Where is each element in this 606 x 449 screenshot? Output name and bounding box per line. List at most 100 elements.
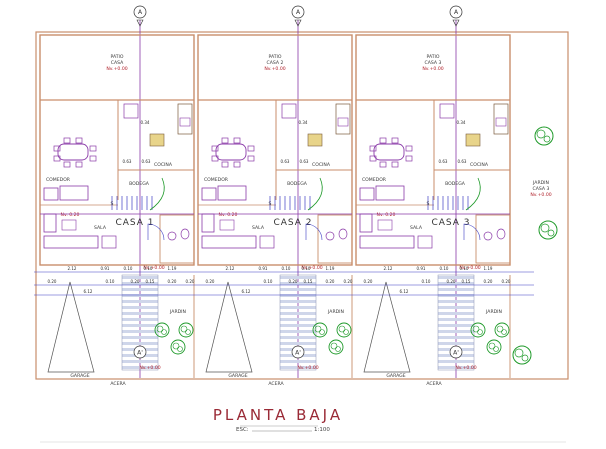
dimension-value: 6.12: [84, 289, 93, 294]
dimension-value: 0.20: [447, 279, 456, 284]
dimension-value: 0.20: [131, 279, 140, 284]
dining-chair: [75, 161, 83, 168]
door-swing: [305, 223, 323, 241]
sala-level-label: Nv. 0.20: [219, 212, 238, 218]
bath-room: [159, 214, 195, 264]
door-swing: [463, 223, 481, 241]
patio-casa-label: CASA 3: [425, 60, 442, 66]
d1-label: 0.34: [457, 120, 466, 125]
dining-chair: [379, 137, 387, 144]
dimension-value: 2.12: [68, 266, 77, 271]
patio-level-label: Nv.+0.00: [264, 66, 285, 72]
dining-chair: [63, 137, 71, 144]
comedor-label: COMEDOR: [46, 177, 71, 183]
kitchen-counter: [177, 103, 193, 135]
d3-label: 0.63: [300, 159, 309, 164]
porch-level-label: Nv.+0.00: [143, 265, 164, 271]
sala-level-label: Nv. 0.20: [61, 212, 80, 218]
refrigerator: [281, 103, 297, 119]
coffee-table: [377, 219, 393, 231]
patio-label: PATIO: [110, 54, 123, 60]
dining-chair: [221, 137, 229, 144]
dimension-value: 0.10: [440, 266, 449, 271]
section-marker-bottom: [449, 345, 463, 359]
dimension-value: 0.91: [417, 266, 426, 271]
acera-level-label: Nv.+0.00: [139, 365, 160, 371]
tree-icon: [494, 322, 510, 338]
dimension-value: 2.12: [226, 266, 235, 271]
dimension-value: 0.20: [326, 279, 335, 284]
dimension-value: 0.91: [101, 266, 110, 271]
bath-room: [317, 214, 353, 264]
dimension-value: 0.20: [48, 279, 57, 284]
tree-icon: [470, 322, 486, 338]
bath-room: [475, 214, 511, 264]
tree-icon: [178, 322, 194, 338]
tv-stand: [417, 235, 433, 249]
d3-label: 0.63: [458, 159, 467, 164]
garage-label: GARAGE: [386, 373, 405, 379]
patio-level-label: Nv.+0.00: [106, 66, 127, 72]
dining-chair: [211, 155, 219, 162]
kitchen-counter: [335, 103, 351, 135]
tree-icon: [512, 345, 532, 365]
dimension-value: 1.19: [168, 266, 177, 271]
house-outline: [39, 34, 195, 266]
armchair: [201, 187, 217, 201]
casa-label: CASA 1: [115, 218, 154, 228]
house-outline: [197, 34, 353, 266]
coffee-table: [61, 219, 77, 231]
dimension-value: 0.10: [460, 266, 469, 271]
toilet: [167, 231, 177, 241]
casa-label: CASA 3: [431, 218, 470, 228]
dimension-value: 0.15: [146, 279, 155, 284]
dimension-value: 0.20: [206, 279, 215, 284]
acera-label: ACERA: [268, 381, 284, 387]
dimension-value: 0.10: [302, 266, 311, 271]
dining-chair: [391, 161, 399, 168]
acera-label: ACERA: [426, 381, 442, 387]
tree-icon: [534, 126, 554, 146]
tree-icon: [154, 322, 170, 338]
sofa: [359, 235, 415, 249]
comedor-label: COMEDOR: [362, 177, 387, 183]
section-arrow: [452, 19, 460, 27]
garage-ramp: [47, 281, 95, 373]
porch-level-label: Nv.+0.00: [459, 265, 480, 271]
side-jardin-label: JARDIN: [532, 180, 549, 186]
tv-stand: [101, 235, 117, 249]
sala-label: SALA: [94, 225, 107, 231]
section-marker-bottom-label: A': [453, 350, 459, 357]
tree-icon: [538, 220, 558, 240]
kitchen-sink: [495, 117, 507, 127]
dimension-value: 0.10: [422, 279, 431, 284]
d1-label: 0.34: [141, 120, 150, 125]
section-marker-top-label: A: [454, 9, 459, 16]
tree-icon: [486, 339, 502, 355]
patio-label: PATIO: [268, 54, 281, 60]
cocina-label: COCINA: [470, 162, 489, 168]
dimension-value: 0.91: [259, 266, 268, 271]
sofa: [43, 235, 99, 249]
kitchen-counter: [493, 103, 509, 135]
garage-ramp: [205, 281, 253, 373]
sofa: [375, 185, 405, 201]
dining-chair: [89, 145, 97, 152]
d2-label: 0.63: [281, 159, 290, 164]
dimension-lines: 2.12 0.91 1.19 0.10 0.10 0.20 0.10 0.20 0.15 0.20…: [34, 266, 534, 296]
sofa: [217, 185, 247, 201]
dining-table: [215, 143, 247, 161]
jardin-label: JARDIN: [485, 309, 502, 315]
dimension-value: 2.12: [384, 266, 393, 271]
section-marker-top-label: A: [138, 9, 143, 16]
door-swing: [147, 223, 165, 241]
casa-label: CASA 2: [273, 218, 312, 228]
dining-chair: [233, 161, 241, 168]
dining-chair: [247, 155, 255, 162]
stair-s-label: S: [427, 201, 430, 207]
dimension-value: 0.20: [364, 279, 373, 284]
section-arrow: [294, 19, 302, 27]
dimension-value: 0.10: [106, 279, 115, 284]
scale-prefix: ESC:: [236, 427, 249, 433]
armchair: [43, 213, 57, 233]
